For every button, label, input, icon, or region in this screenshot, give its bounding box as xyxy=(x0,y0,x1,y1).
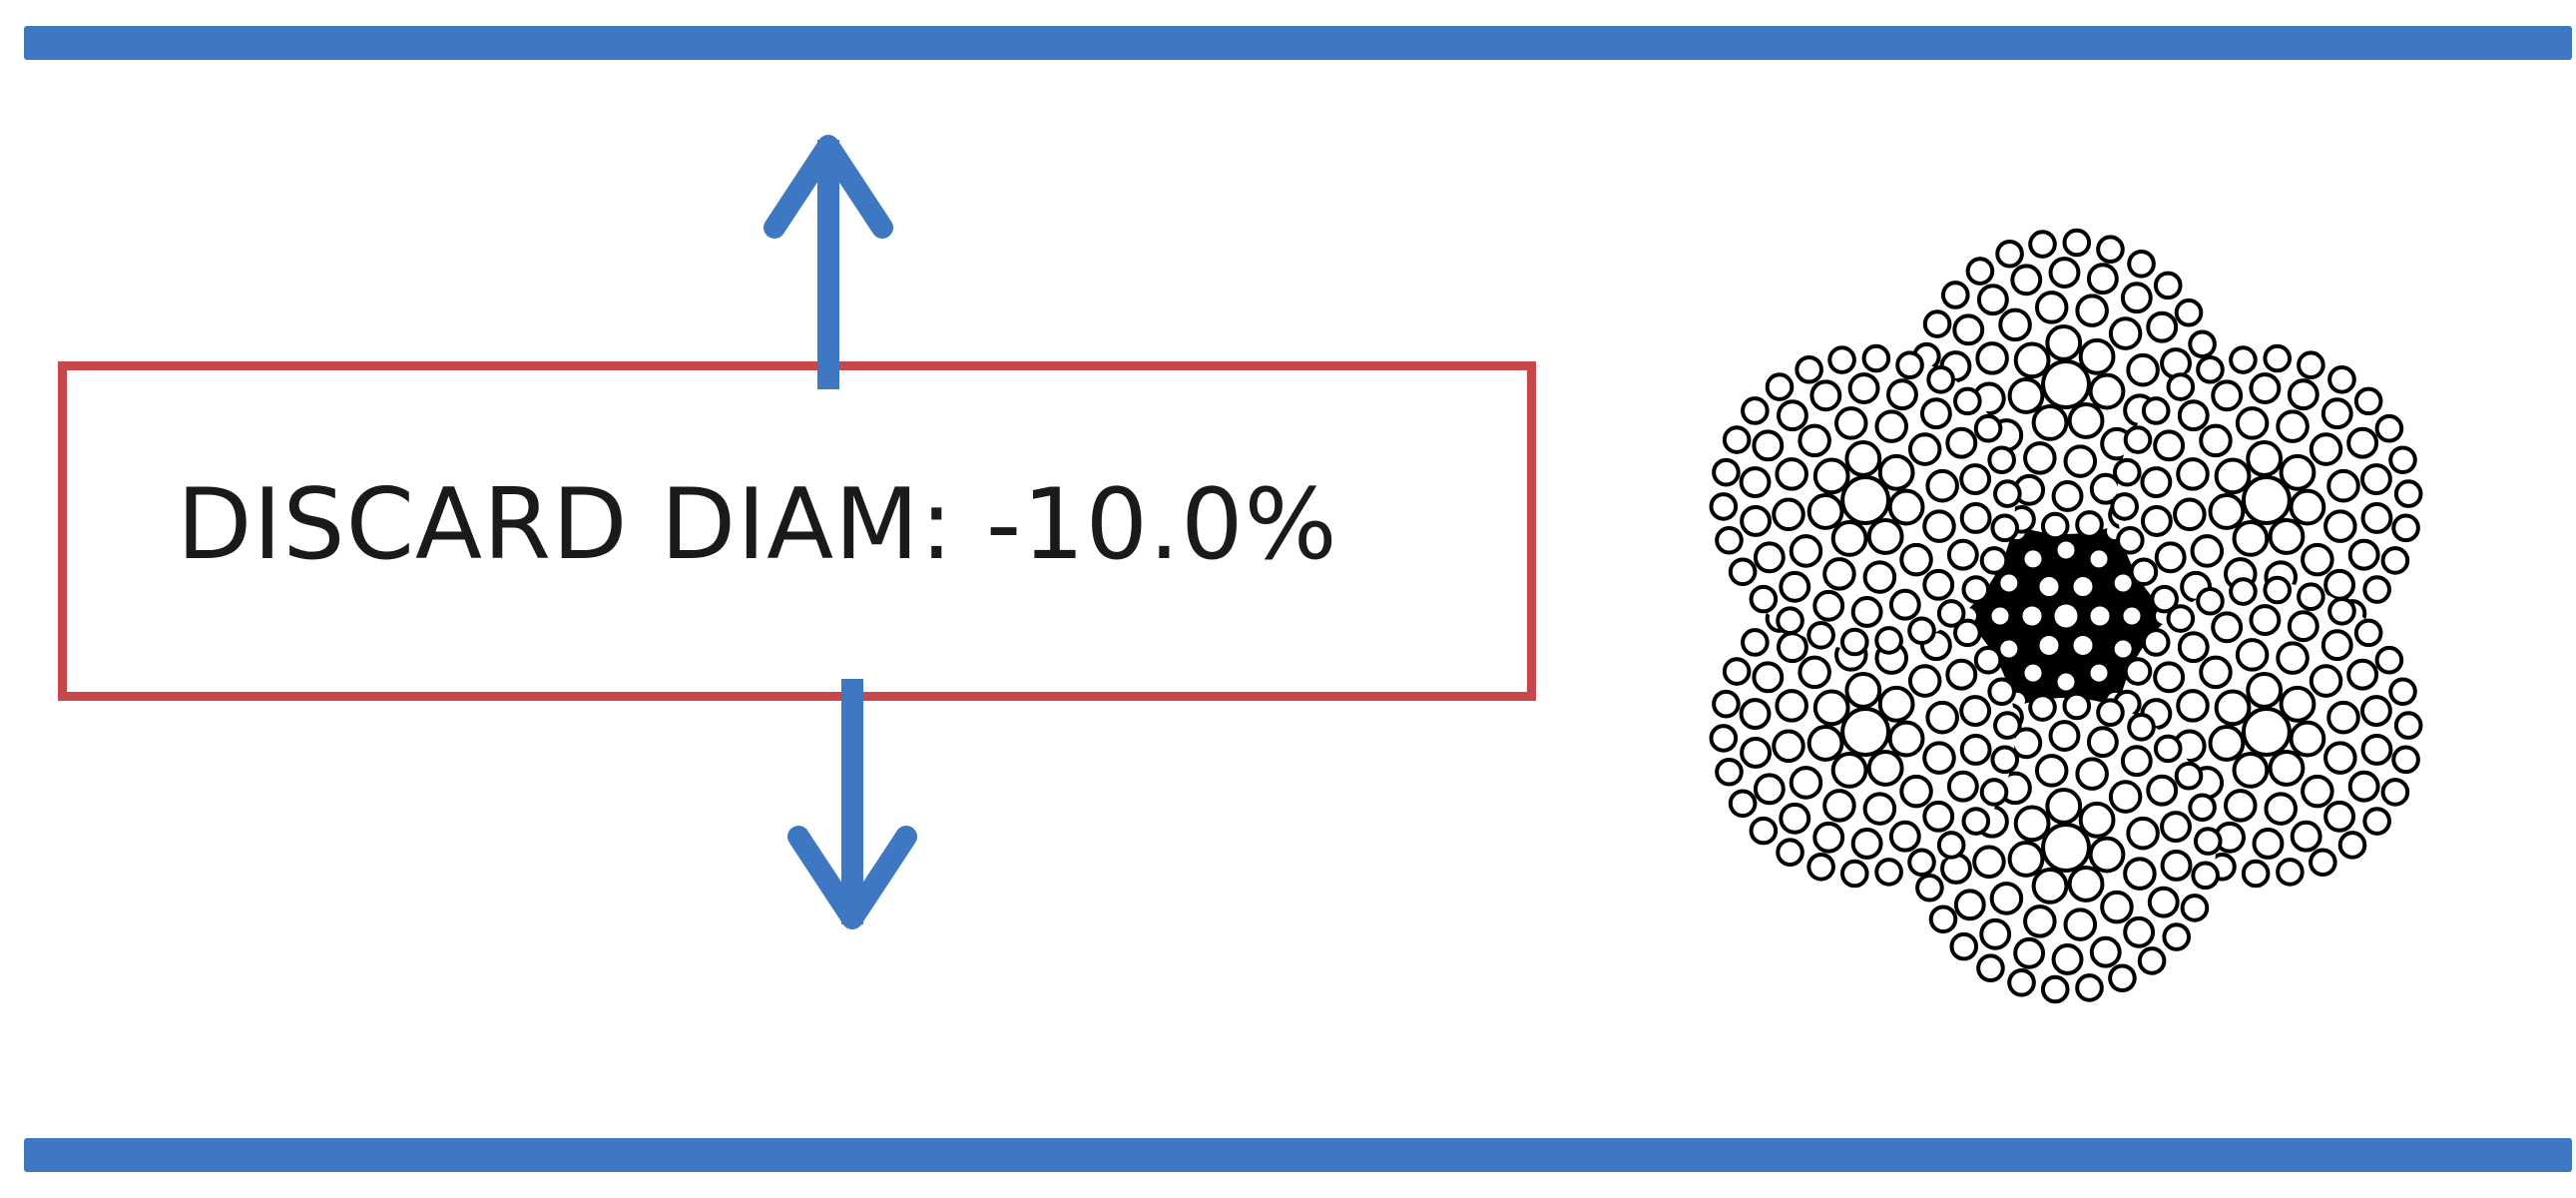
discard-diameter-label: DISCARD DIAM: -10.0% xyxy=(177,468,1338,582)
discard-diameter-box: DISCARD DIAM: -10.0% xyxy=(58,361,1536,701)
arrow-up-icon xyxy=(764,135,893,389)
bottom-boundary-line xyxy=(24,1138,2572,1172)
arrow-down-icon xyxy=(787,679,917,929)
wire-rope-cross-section-icon xyxy=(1709,228,2423,1004)
top-boundary-line xyxy=(24,26,2572,60)
